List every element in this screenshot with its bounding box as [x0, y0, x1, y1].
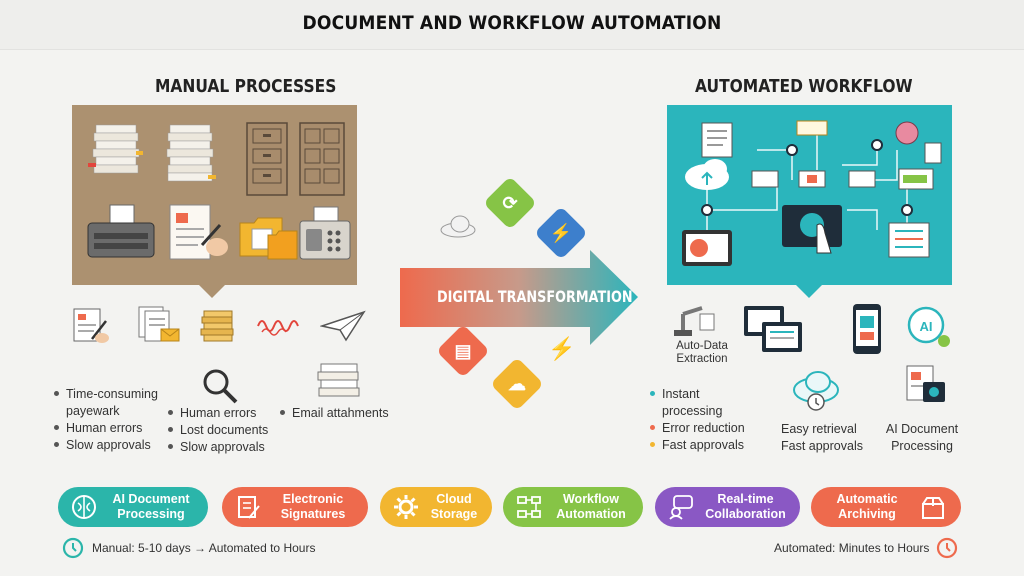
automated-network-illustration [682, 120, 942, 266]
manual-heading: MANUAL PROCESSES [155, 76, 337, 97]
email-stack-icon [317, 363, 360, 397]
ai-document-icon [906, 365, 945, 402]
automated-illustration-panel [667, 105, 952, 285]
pill-label: Real-time Collaboration [705, 492, 786, 521]
devices-icon [744, 306, 802, 352]
bullet-dot [650, 425, 655, 431]
paper-pile-icon [200, 310, 234, 342]
form-card-icon [751, 120, 934, 190]
box-icon [915, 489, 951, 525]
feature-pill-electronic-signatures[interactable]: Electronic Signatures [222, 487, 368, 527]
auto-data-extraction-label: Auto-Data Extraction [676, 340, 728, 365]
filing-cabinet-icon [299, 122, 345, 196]
feature-pill-automatic-archiving[interactable]: Automatic Archiving [811, 487, 961, 527]
document-icon [701, 122, 733, 158]
pill-label: Workflow Automation [556, 492, 626, 521]
ai-icon: AI [907, 306, 950, 347]
manual-point: Human errors [54, 420, 142, 437]
scribble-icon [257, 320, 299, 336]
manual-point-cont: payewark [66, 404, 120, 418]
automated-point: Instant [650, 386, 700, 403]
flow-icon [511, 489, 547, 525]
cloud-retrieval-icon [793, 371, 839, 411]
manual-point: Email attahments [280, 405, 389, 422]
footer-right-note: Automated: Minutes to Hours [774, 541, 930, 555]
filing-cabinet-icon [246, 122, 288, 196]
digital-transformation-label: DIGITAL TRANSFORMATION [437, 287, 633, 306]
automated-point-cont: processing [662, 404, 723, 418]
manual-point: Slow approvals [54, 437, 151, 454]
pill-label: Electronic Signatures [280, 492, 346, 521]
ai-document-processing-label: AI Document Processing [885, 422, 959, 453]
manual-panel-pointer [198, 284, 226, 298]
feature-pill-real-time-collaboration[interactable]: Real-time Collaboration [655, 487, 800, 527]
form-signing-icon [169, 204, 228, 260]
pill-label: AI Document Processing [112, 492, 190, 521]
automated-point: Fast approvals [650, 437, 744, 454]
magnifier-icon [203, 369, 238, 404]
cloud-upload-icon [685, 159, 729, 190]
svg-text:AI: AI [920, 319, 933, 334]
fast-approvals-label: Fast approvals [781, 439, 863, 453]
checklist-icon [888, 222, 930, 258]
pill-label: Automatic Archiving [836, 492, 898, 521]
tablet-chart-icon [682, 230, 732, 266]
manual-point: Slow approvals [168, 439, 265, 456]
chat-icon [663, 489, 699, 525]
lightning-icon: ⚡ [549, 222, 573, 243]
phone-icon [853, 304, 881, 354]
manual-illustration-panel [72, 105, 357, 285]
lightning-icon: ⚡ [548, 336, 576, 361]
paper-plane-icon [320, 310, 366, 342]
folder-icon [239, 217, 298, 260]
gear-icon [388, 489, 424, 525]
automated-point: Error reduction [650, 420, 745, 437]
paper-stack-icon [166, 124, 216, 182]
bullet-dot [650, 391, 655, 397]
feature-pill-workflow-automation[interactable]: Workflow Automation [503, 487, 643, 527]
sync-icon: ⟳ [502, 192, 518, 213]
manual-point: Human errors [168, 405, 256, 422]
manual-point: Time-consuming [54, 386, 158, 403]
typewriter-icon [87, 204, 155, 258]
digital-transformation-arrow [400, 250, 638, 345]
paper-stack-icon [88, 124, 143, 174]
easy-retrieval-label: Easy retrieval [781, 422, 857, 436]
signing-document-icon [73, 308, 109, 343]
footer-left-note: Manual: 5-10 days → Automated to Hours [92, 541, 316, 555]
cloud-upload-icon: ☁ [508, 373, 526, 394]
automated-panel-pointer [795, 284, 823, 298]
signature-icon [230, 489, 266, 525]
feature-pill-ai-document-processing[interactable]: AI Document Processing [58, 487, 208, 527]
mail-documents-icon [138, 306, 180, 342]
automated-heading: AUTOMATED WORKFLOW [695, 76, 913, 97]
brain-icon [66, 489, 102, 525]
cloud-icon [440, 215, 476, 238]
page-title: DOCUMENT AND WORKFLOW AUTOMATION [302, 12, 722, 34]
touch-screen-icon [782, 205, 842, 254]
brain-icon [895, 121, 942, 164]
bullet-dot [650, 442, 655, 448]
manual-point: Lost documents [168, 422, 268, 439]
document-icon: ▤ [454, 340, 472, 361]
fax-machine-icon [299, 206, 351, 260]
pill-label: Cloud Storage [430, 492, 478, 521]
feature-pill-cloud-storage[interactable]: Cloud Storage [380, 487, 492, 527]
clock-icon [62, 537, 84, 559]
clock-icon [936, 537, 958, 559]
manual-office-illustration [87, 122, 351, 260]
robot-arm-icon [674, 306, 715, 336]
title-bar [0, 0, 1024, 50]
